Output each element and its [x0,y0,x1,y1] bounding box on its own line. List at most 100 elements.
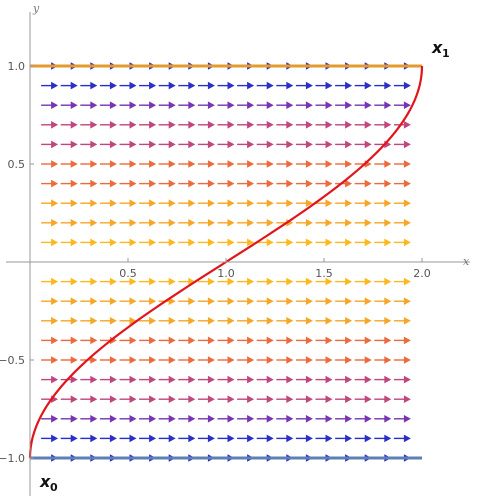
vector-arrow [41,317,59,325]
vector-arrow [80,297,98,305]
vector-arrow [315,140,333,149]
vector-arrow [217,356,235,364]
vector-arrow [237,277,255,286]
vector-arrow [158,199,176,207]
arrow-row [41,415,411,423]
vector-arrow [41,238,59,247]
vector-arrow [237,101,255,109]
vector-arrow [335,81,353,90]
vector-arrow [41,336,59,345]
vector-arrow [178,140,196,149]
vector-arrow [374,121,392,129]
vector-arrow [158,434,176,443]
vector-arrow [295,317,313,325]
vector-arrow [256,160,274,168]
y-tick-label: 1.0 [8,60,26,73]
vector-arrow [374,434,392,443]
vector-arrow [41,297,59,305]
vector-arrow [80,238,98,247]
vector-arrow [354,219,372,227]
vector-arrow [99,434,117,443]
arrow-row [41,434,411,443]
x-tick-label: 1.0 [217,267,235,280]
vector-arrow [354,121,372,129]
vector-arrow [158,415,176,423]
vector-arrow [335,140,353,149]
vector-arrow [60,238,78,247]
vector-arrow [237,238,255,247]
vector-arrow [374,297,392,305]
vector-arrow [80,219,98,227]
vector-arrow [80,277,98,286]
vector-arrow [197,140,215,149]
vector-arrow [295,415,313,423]
vector-arrow [237,121,255,129]
vector-arrow [256,140,274,149]
vector-arrow [315,160,333,168]
vector-arrow [335,101,353,109]
vector-arrow [41,179,59,188]
vector-arrow [256,395,274,403]
x-axis-label: x [463,255,470,268]
vector-arrow [256,356,274,364]
vector-arrow [276,434,294,443]
vector-arrow [276,101,294,109]
vector-arrow [393,199,411,207]
vector-arrow [197,101,215,109]
vector-arrow [315,179,333,188]
vector-arrow [119,434,137,443]
vector-arrow [41,140,59,149]
svg-text:x: x [39,472,51,491]
vector-arrow [295,297,313,305]
arrow-row [41,238,411,247]
vector-arrow [256,219,274,227]
vector-arrow [217,179,235,188]
vector-arrow [315,238,333,247]
vector-arrow [60,199,78,207]
arrow-row [41,375,411,384]
vector-arrow [374,101,392,109]
vector-arrow [354,179,372,188]
vector-arrow [393,277,411,286]
vector-arrow [158,375,176,384]
vector-arrow [295,199,313,207]
vector-arrow [217,219,235,227]
vector-arrow [335,297,353,305]
vector-arrow [60,219,78,227]
vector-arrow [99,277,117,286]
vector-arrow [335,219,353,227]
vector-arrow [335,277,353,286]
vector-arrow [41,415,59,423]
vector-arrow [158,238,176,247]
vector-arrow [80,101,98,109]
vector-arrow [335,434,353,443]
vector-arrow [354,395,372,403]
vector-arrow [178,179,196,188]
vector-arrow [41,101,59,109]
vector-arrow [217,121,235,129]
vector-arrow [139,297,157,305]
vector-arrow [60,395,78,403]
vector-arrow [99,238,117,247]
vector-arrow [60,81,78,90]
vector-arrow [41,434,59,443]
vector-arrow [99,415,117,423]
vector-arrow [256,375,274,384]
vector-arrow [393,415,411,423]
vector-arrow [60,140,78,149]
vector-arrow [119,356,137,364]
vector-arrow [393,395,411,403]
vector-arrow [276,375,294,384]
vector-arrow [276,356,294,364]
svg-text:1: 1 [442,47,450,60]
vector-arrow [158,179,176,188]
vector-arrow [119,277,137,286]
vector-arrow [354,140,372,149]
arrow-row [41,336,411,345]
vector-arrow [99,297,117,305]
vector-arrow [41,160,59,168]
vector-arrow [178,101,196,109]
vector-arrow [393,356,411,364]
vector-arrow [197,336,215,345]
